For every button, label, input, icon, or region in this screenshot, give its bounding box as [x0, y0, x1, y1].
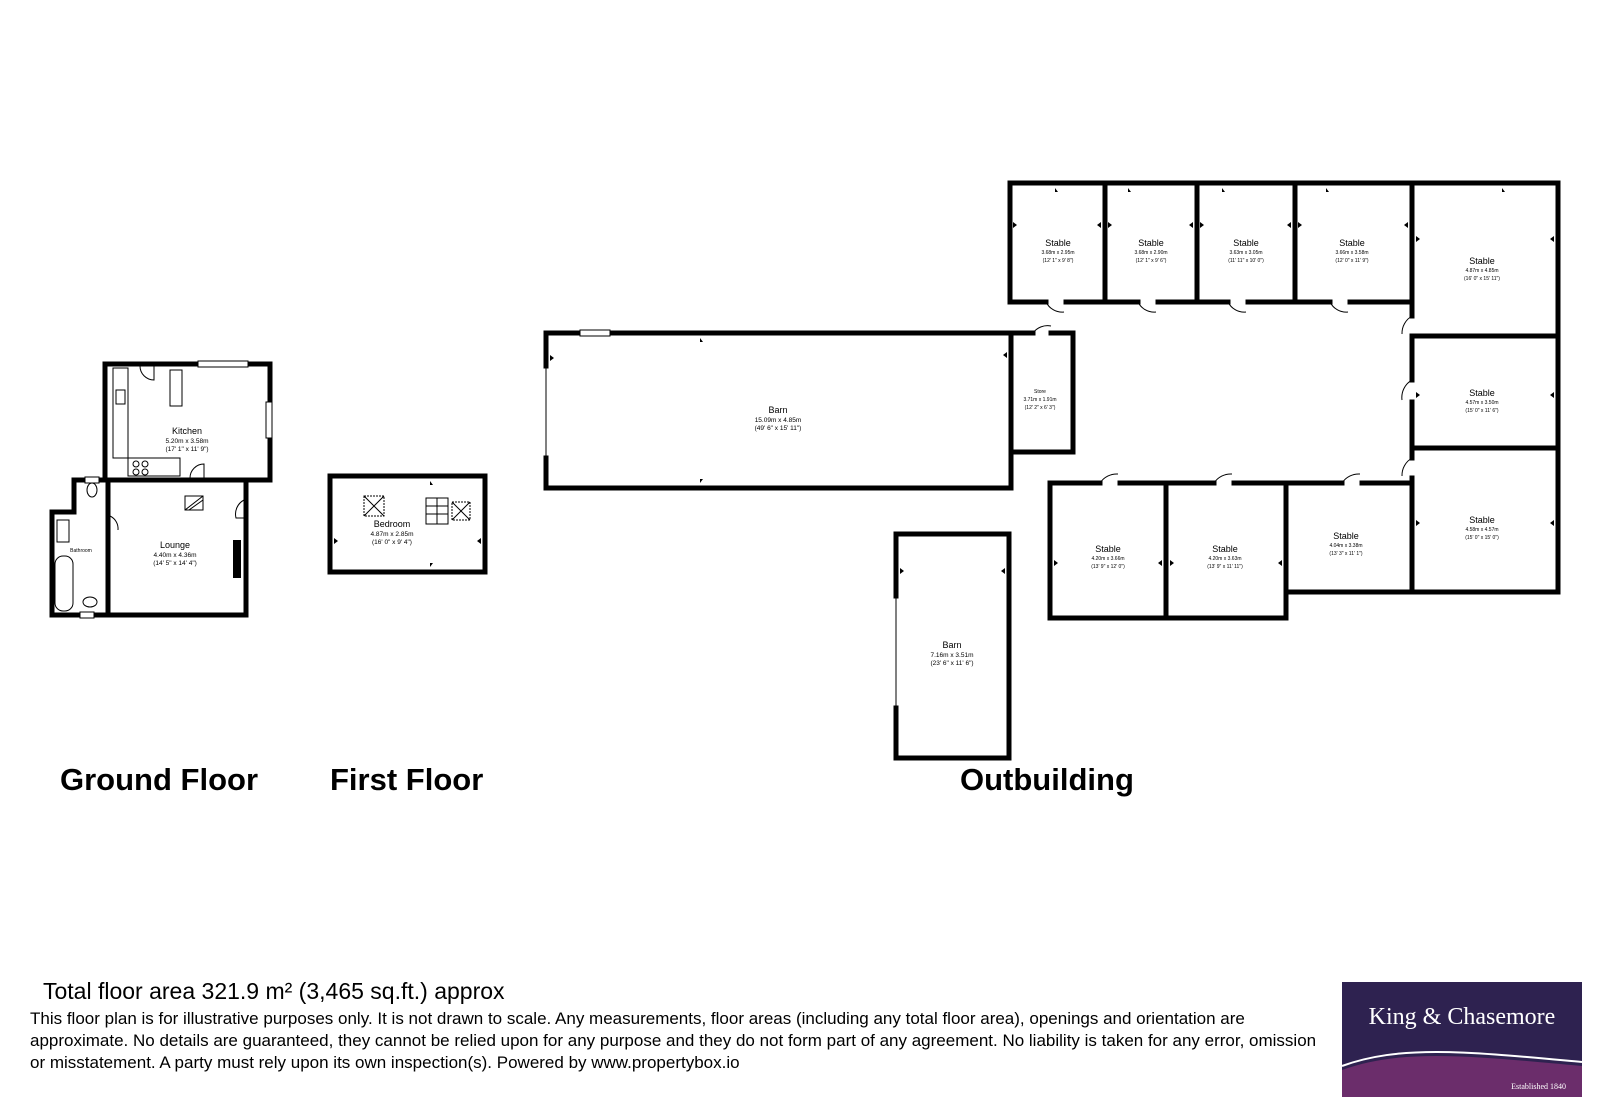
stable-r3: Stable 4.58m x 4.57m (15' 0" x 15' 0"): [1465, 515, 1499, 541]
barn-small-room: Barn 7.16m x 3.51m (23' 6" x 11' 6"): [893, 531, 1012, 761]
barn-main-name: Barn: [768, 405, 787, 415]
stable-r2-name: Stable: [1469, 388, 1495, 398]
dimension-markers: [334, 188, 1554, 574]
store-room: Store 3.71m x 1.91m (12' 2" x 6' 3"): [1008, 325, 1076, 455]
barn-main-room: Barn 15.09m x 4.85m (49' 6" x 15' 11"): [543, 329, 1014, 491]
stable-t1-name: Stable: [1045, 238, 1071, 248]
first-floor-plan: Bedroom 4.87m x 2.85m (16' 0" x 9' 4"): [327, 473, 488, 575]
outbuilding-label: Outbuilding: [960, 762, 1134, 797]
stable-t4-name: Stable: [1339, 238, 1365, 248]
bedroom-imperial: (16' 0" x 9' 4"): [372, 539, 412, 546]
stable-r3-metric: 4.58m x 4.57m: [1465, 527, 1498, 533]
stable-t1: Stable 3.68m x 2.95m (12' 1" x 9' 8"): [1041, 238, 1074, 264]
logo-wave: [1342, 1051, 1582, 1097]
stable-b2: Stable 4.20m x 3.63m (13' 9" x 11' 11"): [1207, 544, 1243, 570]
outbuilding-plan: Barn 15.09m x 4.85m (49' 6" x 15' 11") S…: [543, 180, 1561, 761]
kitchen-name: Kitchen: [172, 426, 202, 436]
stable-t3: Stable 3.63m x 3.05m (11' 11" x 10' 0"): [1228, 238, 1264, 264]
kitchen-room: Kitchen 5.20m x 3.58m (17' 1" x 11' 9"): [102, 360, 273, 483]
stable-t4-imperial: (12' 0" x 11' 9"): [1335, 258, 1368, 264]
barn-main-metric: 15.09m x 4.85m: [755, 417, 802, 424]
barn-small-imperial: (23' 6" x 11' 6"): [930, 660, 973, 667]
store-name: Store: [1034, 389, 1046, 395]
lounge-metric: 4.40m x 4.36m: [154, 552, 197, 559]
barn-small-metric: 7.16m x 3.51m: [931, 652, 974, 659]
stable-b3: Stable 4.04m x 3.38m (13' 3" x 11' 1"): [1329, 531, 1362, 557]
stable-t3-metric: 3.63m x 3.05m: [1229, 250, 1262, 256]
logo-name: King & Chasemore: [1368, 1004, 1556, 1030]
bathroom-name: Bathroom: [70, 548, 92, 554]
ground-floor-label: Ground Floor: [60, 762, 259, 797]
barn-small-name: Barn: [942, 640, 961, 650]
stable-r2-imperial: (15' 0" x 11' 6"): [1465, 408, 1498, 414]
barn-main-imperial: (49' 6" x 15' 11"): [755, 425, 802, 432]
stable-t2-name: Stable: [1138, 238, 1164, 248]
stable-b2-metric: 4.20m x 3.63m: [1208, 556, 1241, 562]
stable-t2-imperial: (12' 1" x 9' 6"): [1136, 258, 1167, 264]
store-imperial: (12' 2" x 6' 3"): [1025, 405, 1056, 411]
stable-r2: Stable 4.57m x 3.50m (15' 0" x 11' 6"): [1465, 388, 1498, 414]
lounge-name: Lounge: [160, 540, 190, 550]
bedroom-name: Bedroom: [374, 519, 411, 529]
stable-t2: Stable 3.68m x 2.90m (12' 1" x 9' 6"): [1134, 238, 1167, 264]
stable-t3-name: Stable: [1233, 238, 1259, 248]
stable-r3-name: Stable: [1469, 515, 1495, 525]
stable-t4-metric: 3.66m x 3.58m: [1335, 250, 1368, 256]
stable-b1-name: Stable: [1095, 544, 1121, 554]
store-metric: 3.71m x 1.91m: [1023, 397, 1056, 403]
stable-r3-imperial: (15' 0" x 15' 0"): [1465, 535, 1499, 541]
stable-r1: Stable 4.87m x 4.85m (16' 0" x 15' 11"): [1464, 256, 1500, 282]
stable-t1-imperial: (12' 1" x 9' 8"): [1043, 258, 1074, 264]
lounge-imperial: (14' 5" x 14' 4"): [153, 560, 197, 567]
stable-b3-metric: 4.04m x 3.38m: [1329, 543, 1362, 549]
agency-logo: King & Chasemore Established 1840: [1342, 982, 1582, 1097]
stable-b3-name: Stable: [1333, 531, 1359, 541]
logo-established: Established 1840: [1511, 1082, 1566, 1091]
stable-r1-name: Stable: [1469, 256, 1495, 266]
total-floor-area: Total floor area 321.9 m² (3,465 sq.ft.)…: [43, 978, 505, 1004]
stable-right-column: Stable 4.87m x 4.85m (16' 0" x 15' 11") …: [1401, 256, 1561, 595]
stable-b1: Stable 4.20m x 3.66m (13' 9" x 12' 0"): [1091, 544, 1125, 570]
stable-t2-metric: 3.68m x 2.90m: [1134, 250, 1167, 256]
stable-b2-name: Stable: [1212, 544, 1238, 554]
stable-t1-metric: 3.68m x 2.95m: [1041, 250, 1074, 256]
bedroom-metric: 4.87m x 2.85m: [371, 531, 414, 538]
ground-floor-plan: Kitchen 5.20m x 3.58m (17' 1" x 11' 9") …: [49, 360, 273, 619]
first-floor-label: First Floor: [330, 762, 484, 797]
stable-b1-imperial: (13' 9" x 12' 0"): [1091, 564, 1125, 570]
stable-b2-imperial: (13' 9" x 11' 11"): [1207, 564, 1243, 570]
stable-top-row: Stable 3.68m x 2.95m (12' 1" x 9' 8") St…: [1007, 180, 1415, 319]
disclaimer-text: This floor plan is for illustrative purp…: [30, 1009, 1317, 1072]
stable-r2-metric: 4.57m x 3.50m: [1465, 400, 1498, 406]
stable-r1-imperial: (16' 0" x 15' 11"): [1464, 276, 1500, 282]
stable-r1-metric: 4.87m x 4.85m: [1465, 268, 1498, 274]
kitchen-metric: 5.20m x 3.58m: [166, 438, 209, 445]
stable-b3-imperial: (13' 3" x 11' 1"): [1329, 551, 1362, 557]
lounge-room: Lounge 4.40m x 4.36m (14' 5" x 14' 4"): [105, 477, 249, 618]
stable-t4: Stable 3.66m x 3.58m (12' 0" x 11' 9"): [1335, 238, 1368, 264]
bathroom-room: Bathroom: [49, 476, 111, 619]
stable-t3-imperial: (11' 11" x 10' 0"): [1228, 258, 1264, 264]
kitchen-imperial: (17' 1" x 11' 9"): [165, 446, 208, 453]
stable-b1-metric: 4.20m x 3.66m: [1091, 556, 1124, 562]
stable-bottom-row: Stable 4.20m x 3.66m (13' 9" x 12' 0") S…: [1047, 473, 1415, 621]
